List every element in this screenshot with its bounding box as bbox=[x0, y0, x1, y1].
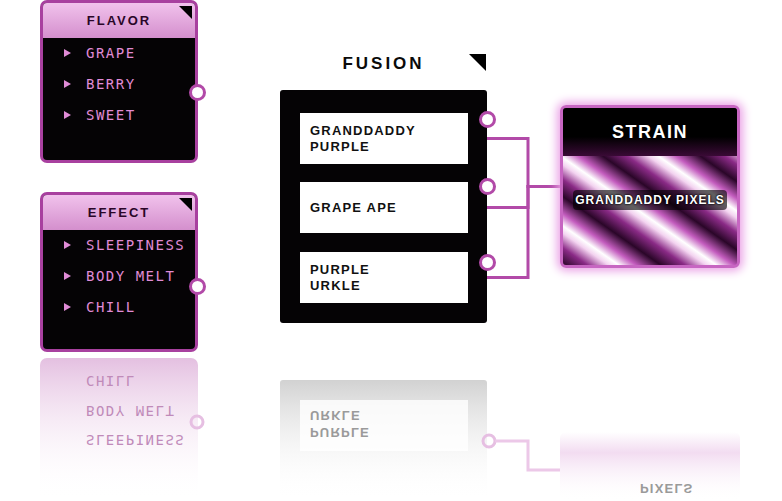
dot-reflection bbox=[191, 416, 203, 428]
parent-strain-box: GRAPE APE bbox=[300, 182, 468, 233]
box-label: GRANDDADDY PURPLE bbox=[310, 123, 422, 155]
parent-strain-box: GRANDDADDY PURPLE bbox=[300, 113, 468, 164]
strain-name: GRANDDADDY PIXELS bbox=[573, 190, 727, 210]
list-item: BODY MELT bbox=[86, 261, 195, 292]
list-item: GRAPE bbox=[86, 38, 195, 69]
box-reflection bbox=[280, 380, 487, 501]
list-item: SLEEPINESS bbox=[86, 230, 195, 261]
reflection-text: CHILL bbox=[86, 373, 136, 389]
list-item: CHILL bbox=[86, 292, 195, 323]
inner-reflection bbox=[300, 400, 468, 451]
reflection-text: URKLE bbox=[310, 408, 361, 423]
reflection-text: SLEEPINESS bbox=[86, 432, 185, 448]
fusion-box: FUSIONGRANDDADDY PURPLEGRAPE APEPURPLE U… bbox=[280, 90, 487, 323]
attribute-panel: EFFECTSLEEPINESSBODY MELTCHILL bbox=[40, 192, 198, 352]
panel-reflection bbox=[40, 358, 198, 501]
panel-heading: EFFECT bbox=[43, 195, 195, 230]
reflection-text: PIXELS bbox=[640, 481, 693, 496]
list-item: BERRY bbox=[86, 69, 195, 100]
attribute-panel: FLAVORGRAPEBERRYSWEET bbox=[40, 0, 198, 163]
connector-dot bbox=[479, 111, 496, 128]
section-heading: FUSION bbox=[280, 54, 487, 74]
connector-dot bbox=[479, 254, 496, 271]
strain-reflection bbox=[560, 432, 740, 501]
list-item: SWEET bbox=[86, 100, 195, 131]
reflection-text: PURPLE bbox=[310, 425, 370, 440]
strain-box: STRAIN GRANDDADDY PIXELS bbox=[560, 105, 740, 268]
dot-reflection bbox=[483, 435, 495, 447]
connector-dot bbox=[189, 84, 206, 101]
connector-dot bbox=[479, 178, 496, 195]
corner-mark bbox=[469, 54, 486, 71]
connector-dot bbox=[189, 278, 206, 295]
box-label: GRAPE APE bbox=[310, 200, 397, 216]
wire-reflection bbox=[495, 441, 560, 470]
panel-heading: FLAVOR bbox=[43, 3, 195, 38]
box-label: PURPLE URKLE bbox=[310, 262, 422, 294]
reflection-text: BODY MELT bbox=[86, 403, 175, 419]
box-heading: STRAIN bbox=[563, 108, 737, 156]
parent-strain-box: PURPLE URKLE bbox=[300, 252, 468, 303]
